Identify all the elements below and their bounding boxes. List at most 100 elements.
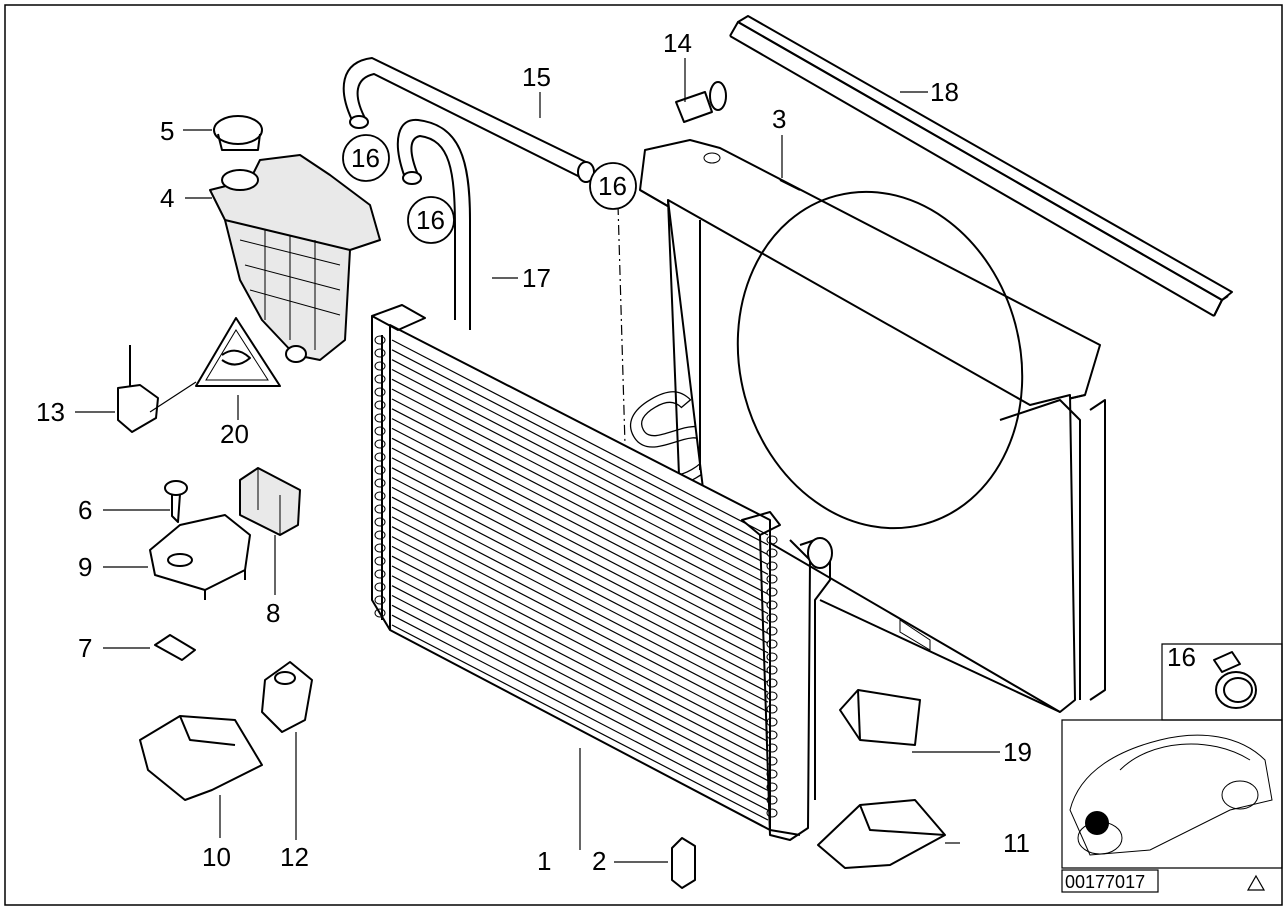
- radiator-fin: [391, 614, 769, 811]
- callout-labels: 1 2 3 4 5 6 7 8 9 10 11 12 13 14 15 16 1…: [36, 28, 1196, 876]
- radiator-fin: [391, 427, 769, 624]
- radiator-fin: [391, 457, 769, 654]
- radiator-fin: [391, 585, 769, 782]
- label-20: 20: [220, 419, 249, 449]
- label-19: 19: [1003, 737, 1032, 767]
- part-6-screw: [164, 480, 188, 523]
- radiator-tank-rib: [766, 665, 778, 675]
- part-10-air-duct: [139, 715, 263, 801]
- radiator-fin: [391, 536, 769, 733]
- radiator-tank-rib: [374, 478, 386, 488]
- radiator-tank-rib: [766, 548, 778, 558]
- radiator-fin: [391, 388, 769, 585]
- radiator-tank-rib: [766, 561, 778, 571]
- radiator-fin: [391, 359, 769, 556]
- radiator-tank-rib: [374, 426, 386, 436]
- radiator-fin: [391, 496, 769, 693]
- radiator-fin: [391, 368, 769, 566]
- radiator-tank-rib: [374, 608, 386, 618]
- part-5-cap: [213, 115, 263, 151]
- radiator-tank-rib: [766, 535, 778, 545]
- radiator-tank-rib: [374, 374, 386, 384]
- part-18-seal-strip: [729, 15, 1233, 317]
- part-1-radiator: [371, 304, 833, 841]
- radiator-fins: [374, 335, 778, 821]
- radiator-fin: [391, 398, 769, 595]
- radiator-tank-rib: [374, 439, 386, 449]
- part-8-rubber-mount: [239, 467, 301, 536]
- part-7-clip: [154, 634, 196, 661]
- radiator-tank-rib: [766, 600, 778, 610]
- radiator-tank-rib: [374, 595, 386, 605]
- radiator-tank-rib: [766, 691, 778, 701]
- diagram-number: 00177017: [1065, 872, 1145, 892]
- radiator-fin: [391, 624, 769, 821]
- radiator-tank-rib: [374, 530, 386, 540]
- radiator-tank-rib: [766, 704, 778, 714]
- radiator-tank-rib: [766, 626, 778, 636]
- radiator-fin: [391, 526, 769, 723]
- radiator-fin: [391, 555, 769, 752]
- part-17-hose: [396, 118, 471, 330]
- radiator-tank-rib: [374, 491, 386, 501]
- radiator-fin: [391, 516, 769, 713]
- radiator-tank-rib: [374, 387, 386, 397]
- label-18: 18: [930, 77, 959, 107]
- radiator-fin: [391, 477, 769, 674]
- radiator-tank-rib: [374, 335, 386, 345]
- part-2-drain-plug: [671, 837, 696, 889]
- label-8: 8: [266, 598, 280, 628]
- radiator-fin: [391, 506, 769, 703]
- radiator-fin: [391, 408, 769, 605]
- radiator-tank-rib: [766, 639, 778, 649]
- radiator-tank-rib: [374, 556, 386, 566]
- label-11: 11: [1003, 828, 1030, 858]
- label-9: 9: [78, 552, 92, 582]
- radiator-fin: [391, 604, 769, 801]
- radiator-fin: [391, 447, 769, 644]
- radiator-tank-rib: [766, 808, 778, 818]
- label-16-b: 16: [416, 205, 445, 235]
- part-11-air-guide: [817, 799, 946, 869]
- location-marker: [1085, 811, 1109, 835]
- radiator-tank-rib: [766, 717, 778, 727]
- radiator-fin: [391, 437, 769, 634]
- radiator-tank-rib: [374, 465, 386, 475]
- label-14: 14: [663, 28, 692, 58]
- label-16-c: 16: [598, 171, 627, 201]
- radiator-fin: [391, 565, 769, 762]
- radiator-tank-rib: [766, 782, 778, 792]
- part-14-rivet: [675, 81, 727, 123]
- leader-lines: [75, 58, 1000, 863]
- radiator-fin: [391, 349, 769, 546]
- diagram-frame: [4, 4, 1283, 906]
- radiator-fin: [391, 378, 769, 575]
- label-2: 2: [592, 846, 606, 876]
- radiator-tank-rib: [374, 543, 386, 553]
- radiator-tank-rib: [374, 569, 386, 579]
- radiator-tank-rib: [374, 348, 386, 358]
- radiator-fin: [391, 339, 769, 536]
- radiator-tank-rib: [374, 504, 386, 514]
- part-19-holder: [839, 689, 921, 746]
- label-10: 10: [202, 842, 231, 872]
- radiator-fin: [391, 486, 769, 683]
- part-4-expansion-tank: [209, 154, 381, 363]
- label-15: 15: [522, 62, 551, 92]
- radiator-tank-rib: [374, 452, 386, 462]
- radiator-tank-rib: [374, 582, 386, 592]
- part-20-warning-label: [195, 317, 281, 387]
- radiator-fin: [391, 545, 769, 742]
- label-16-inset: 16: [1167, 642, 1196, 672]
- radiator-tank-rib: [766, 613, 778, 623]
- radiator-fin: [391, 467, 769, 664]
- centerline: [617, 204, 626, 446]
- radiator-tank-rib: [766, 652, 778, 662]
- label-12: 12: [280, 842, 309, 872]
- part-12-rubber-buffer: [261, 661, 313, 733]
- radiator-tank-rib: [766, 795, 778, 805]
- label-3: 3: [772, 104, 786, 134]
- part-9-bracket: [149, 514, 251, 600]
- radiator-fin: [391, 594, 769, 792]
